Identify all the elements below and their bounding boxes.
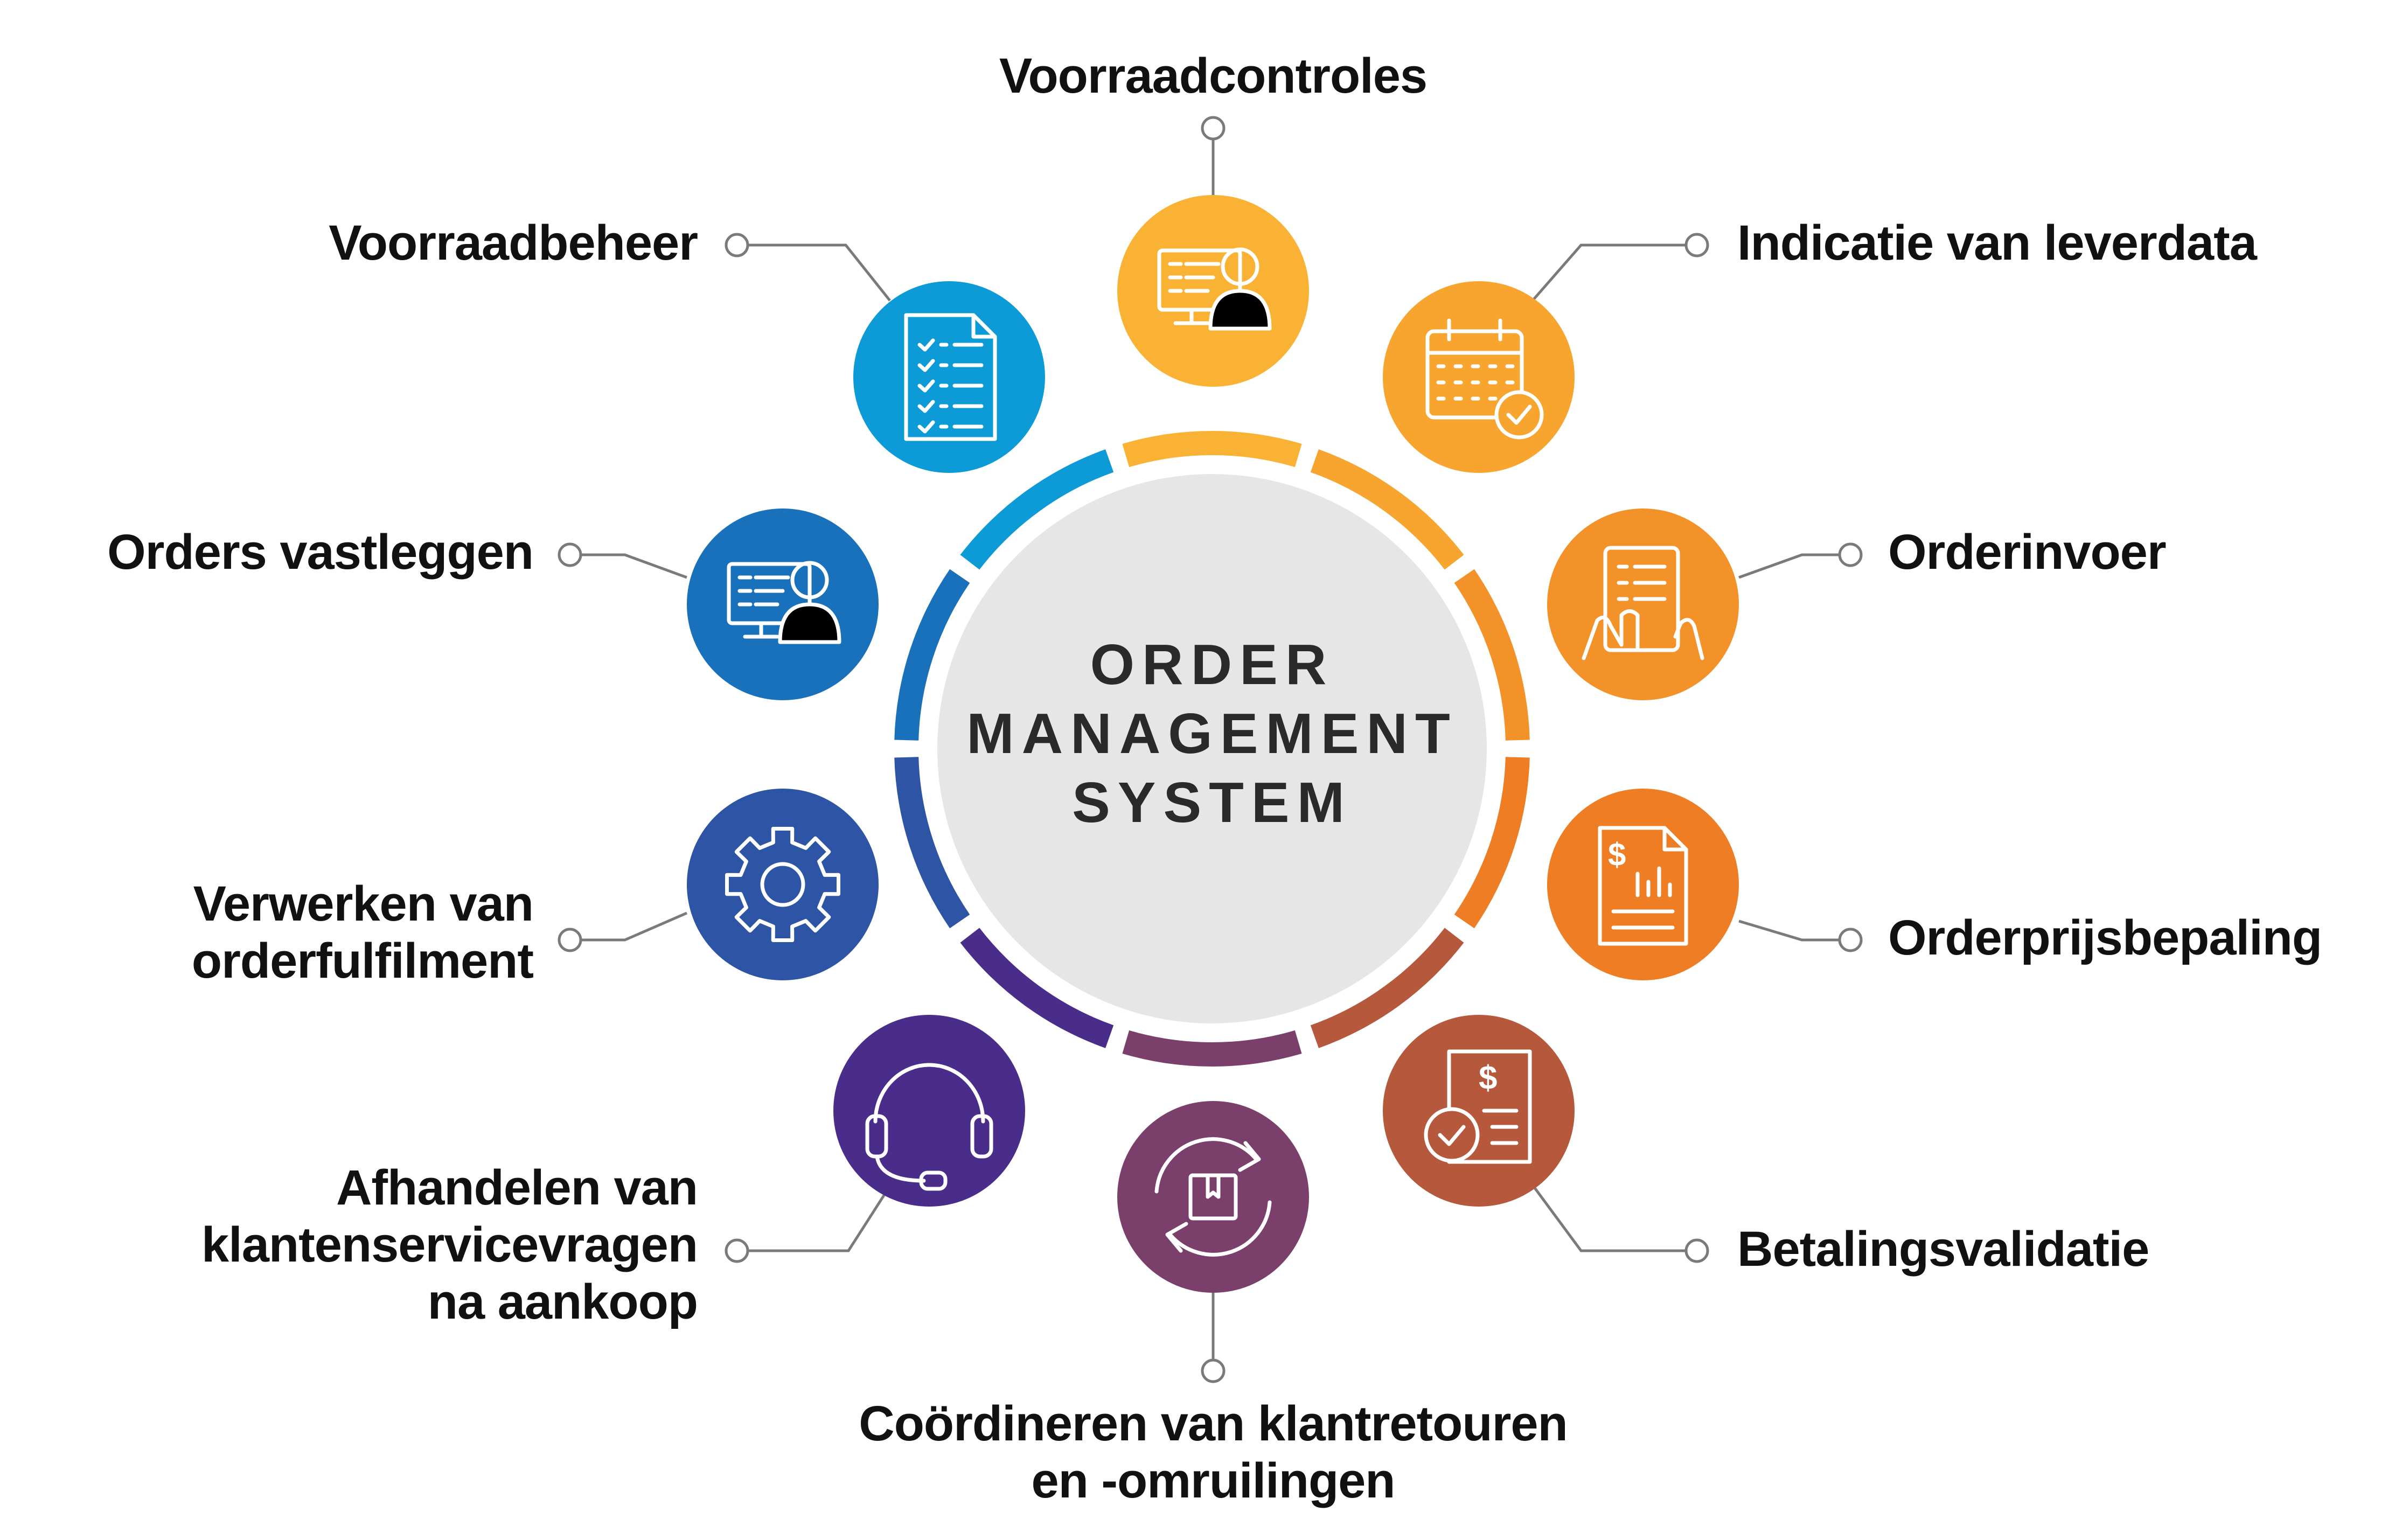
ring-segment-verwerken (894, 757, 970, 929)
color-ring (894, 431, 1530, 1067)
svg-text:$: $ (1608, 837, 1626, 873)
ring-segment-betalingsvalidatie (1310, 928, 1464, 1048)
ring-segment-voorraadcontroles (1122, 431, 1302, 468)
ring-segment-orders-vastleggen (894, 569, 970, 741)
svg-text:$: $ (1479, 1060, 1497, 1097)
ring-segment-voorraadbeheer (960, 449, 1114, 570)
label-line: Voorraadbeheer (329, 215, 698, 270)
ring-segment-coordineren (1122, 1030, 1302, 1067)
label-voorraadcontroles: Voorraadcontroles (567, 47, 1860, 104)
user-at-computer-icon (1157, 247, 1272, 331)
connector-line-indicatie (1531, 243, 1697, 302)
label-line: na aankoop (427, 1274, 698, 1329)
nodes: $$ (687, 195, 1739, 1293)
label-line: Coördineren van klantretouren (859, 1396, 1568, 1451)
connector-dot-orders-vastleggen (558, 542, 582, 567)
label-line: Betalingsvalidatie (1737, 1222, 2149, 1277)
node-voorraadcontroles (1117, 195, 1309, 387)
connector-line-orderprijsbepaling (1738, 919, 1850, 942)
node-orderinvoer (1547, 508, 1739, 700)
gear-icon (725, 827, 840, 942)
center-title-line-1: ORDER (1090, 633, 1334, 696)
node-afhandelen (833, 1015, 1025, 1207)
price-chart-document-icon: $ (1598, 826, 1688, 946)
center-title: ORDER MANAGEMENT SYSTEM (916, 630, 1508, 837)
ring-segment-orderinvoer (1454, 569, 1530, 741)
label-orderinvoer: Orderinvoer (1888, 524, 2167, 581)
node-betalingsvalidatie: $ (1383, 1015, 1575, 1207)
label-line: Voorraadcontroles (999, 48, 1428, 103)
label-line: Orderinvoer (1888, 525, 2167, 580)
connector-dot-coordineren (1201, 1358, 1226, 1383)
label-indicatie: Indicatie van leverdata (1737, 214, 2257, 271)
label-line: Verwerken van (193, 876, 534, 931)
label-betalingsvalidatie: Betalingsvalidatie (1737, 1221, 2149, 1278)
node-circle-orders-vastleggen (687, 508, 879, 700)
connector-dot-betalingsvalidatie (1684, 1238, 1709, 1263)
ring-segment-afhandelen (960, 928, 1114, 1048)
connector-line-betalingsvalidatie (1531, 1184, 1697, 1252)
connector-dot-voorraadcontroles (1201, 116, 1226, 141)
node-circle-voorraadbeheer (853, 281, 1045, 473)
label-line: Afhandelen van (336, 1160, 698, 1215)
label-line: orderfulfilment (191, 933, 534, 988)
label-orders-vastleggen: Orders vastleggen (107, 524, 534, 581)
node-coordineren (1117, 1101, 1309, 1293)
connector-dot-afhandelen (725, 1238, 749, 1263)
node-circle-voorraadcontroles (1117, 195, 1309, 387)
connector-dot-verwerken (558, 928, 582, 952)
node-voorraadbeheer (853, 281, 1045, 473)
node-circle-orderinvoer (1547, 508, 1739, 700)
connector-line-afhandelen (737, 1187, 890, 1252)
connector-dot-voorraadbeheer (725, 233, 749, 257)
connector-line-voorraadbeheer (737, 243, 891, 302)
node-circle-orderprijsbepaling (1547, 789, 1739, 980)
calendar-check-icon (1425, 318, 1544, 440)
label-line: klantenservicevragen (201, 1217, 698, 1272)
connector-dot-orderprijsbepaling (1838, 928, 1863, 952)
center-title-line-3: SYSTEM (1072, 771, 1352, 834)
node-circle-afhandelen (833, 1015, 1025, 1207)
invoice-check-icon: $ (1424, 1049, 1532, 1164)
center-title-line-2: MANAGEMENT (966, 702, 1458, 765)
label-voorraadbeheer: Voorraadbeheer (329, 214, 698, 271)
ring-segment-indicatie (1310, 449, 1464, 570)
checklist-document-icon (904, 313, 997, 441)
label-line: Orders vastleggen (107, 525, 534, 580)
connector-dot-orderinvoer (1838, 542, 1863, 567)
label-line: en -omruilingen (1031, 1453, 1396, 1508)
ring-segment-orderprijsbepaling (1454, 757, 1530, 929)
label-line: Indicatie van leverdata (1737, 215, 2257, 270)
node-verwerken (687, 789, 879, 980)
connector-line-verwerken (570, 911, 687, 942)
node-orders-vastleggen (687, 508, 879, 700)
node-circle-betalingsvalidatie (1383, 1015, 1575, 1207)
node-circle-indicatie (1383, 281, 1575, 473)
connectors (558, 116, 1863, 1383)
tablet-checklist-icon (1582, 546, 1704, 660)
node-circle-verwerken (687, 789, 879, 980)
headset-icon (865, 1063, 993, 1191)
connector-dot-indicatie (1684, 233, 1709, 257)
connector-line-orderinvoer (1738, 553, 1850, 579)
node-circle-coordineren (1117, 1101, 1309, 1293)
center-circle (937, 474, 1487, 1023)
box-exchange-icon (1154, 1137, 1272, 1257)
node-orderprijsbepaling: $ (1547, 789, 1739, 980)
label-orderprijsbepaling: Orderprijsbepaling (1888, 909, 2322, 966)
label-line: Orderprijsbepaling (1888, 910, 2322, 965)
user-at-computer-icon (727, 561, 841, 644)
node-indicatie (1383, 281, 1575, 473)
connector-line-orders-vastleggen (570, 553, 687, 579)
